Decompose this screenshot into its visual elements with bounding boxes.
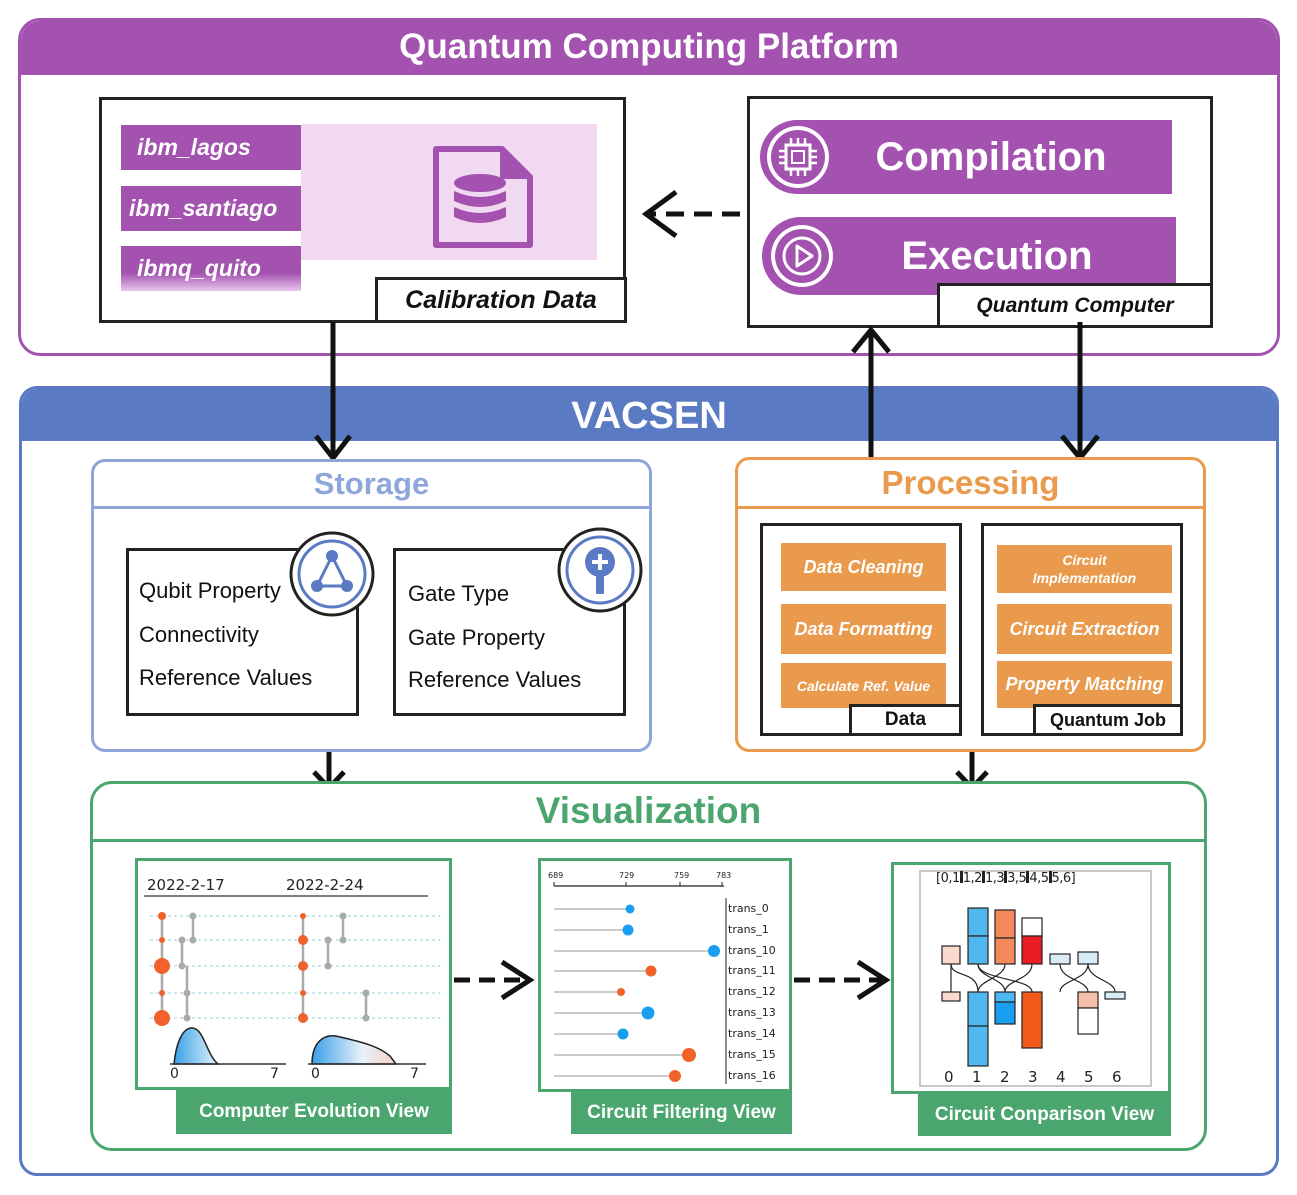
- gate-property-card: [393, 548, 626, 716]
- filter-tick-2: 729: [619, 871, 635, 880]
- edge-label: [0,1: [936, 871, 960, 886]
- evolution-date-1: 2022-2-17: [147, 876, 225, 894]
- filter-item-11: trans_11: [728, 964, 776, 977]
- evolution-axis-min-1: 0: [170, 1066, 179, 1082]
- filter-item-1: trans_1: [728, 923, 769, 936]
- vacsen-panel: VACSEN: [19, 386, 1279, 1176]
- qubit-label: 6: [1112, 1068, 1122, 1086]
- edge-label: 4,5: [1029, 871, 1049, 886]
- filter-item-10: trans_10: [728, 944, 776, 957]
- edge-divider: [981, 871, 985, 883]
- processing-title: Processing: [881, 464, 1060, 501]
- backend-label: ibm_santiago: [129, 195, 278, 221]
- platform-header: Quantum Computing Platform: [21, 21, 1277, 75]
- backend-label: ibm_lagos: [137, 134, 251, 160]
- connectivity-graph-icon: [289, 531, 375, 617]
- database-file-icon: [433, 146, 533, 248]
- qubit-label: 1: [972, 1068, 982, 1086]
- compilation-label: Compilation: [875, 134, 1107, 179]
- circuit-comparison-view[interactable]: [891, 862, 1171, 1094]
- vacsen-title: VACSEN: [571, 395, 727, 437]
- filter-item-16: trans_16: [728, 1069, 776, 1082]
- visualization-header-divider: [93, 839, 1204, 842]
- flow-arrows-top: [314, 322, 1100, 463]
- comparison-inner-frame: [919, 870, 1152, 1087]
- edge-divider: [1004, 871, 1008, 883]
- dashed-arrow-right-1: [454, 959, 535, 1001]
- filter-tick-3: 759: [674, 871, 690, 880]
- qubit-item-2: Connectivity: [139, 622, 259, 647]
- data-label: Data: [849, 704, 962, 736]
- edge-label: 1,3: [984, 871, 1005, 886]
- circuit-comparison-view-label: Circuit Conparison View: [918, 1094, 1171, 1136]
- computer-evolution-view-label: Computer Evolution View: [176, 1090, 452, 1134]
- circuit-filtering-view-label: Circuit Filtering View: [571, 1092, 792, 1134]
- backend-item-ibm-lagos[interactable]: ibm_lagos: [121, 125, 301, 170]
- vacsen-header: VACSEN: [22, 389, 1276, 441]
- calibration-data-label: Calibration Data: [375, 277, 627, 323]
- backend-label: ibmq_quito: [137, 255, 261, 281]
- filtering-lollipop-chart: [553, 882, 727, 1084]
- filter-item-15: trans_15: [728, 1048, 776, 1061]
- platform-title: Quantum Computing Platform: [399, 27, 899, 66]
- calculate-ref-value-step: Calculate Ref. Value: [781, 663, 946, 708]
- gate-item-2: Gate Property: [408, 625, 545, 650]
- edge-divider: [1026, 871, 1030, 883]
- qubit-label: 5: [1084, 1068, 1094, 1086]
- circuit-filtering-view[interactable]: [538, 858, 792, 1092]
- gate-item-1: Gate Type: [408, 581, 510, 606]
- comparison-glyph-chart: [941, 907, 1126, 1067]
- quantum-job-label: Quantum Job: [1033, 704, 1183, 736]
- edge-label: 1,2: [962, 871, 983, 886]
- filter-item-12: trans_12: [728, 985, 776, 998]
- filter-item-14: trans_14: [728, 1027, 776, 1040]
- evolution-axis-min-2: 0: [311, 1066, 320, 1082]
- edge-label: 5,6]: [1051, 871, 1076, 886]
- evolution-glyph-chart: [144, 895, 440, 1065]
- quantum-computer-label: Quantum Computer: [937, 283, 1213, 328]
- cpu-chip-icon: [767, 126, 829, 188]
- qubit-label: 0: [944, 1068, 954, 1086]
- dashed-arrow-left: [641, 189, 740, 239]
- circuit-extraction-step: Circuit Extraction: [997, 604, 1172, 654]
- qubit-item-3: Reference Values: [139, 665, 313, 690]
- evolution-axis-max-1: 7: [270, 1066, 279, 1082]
- gate-item-3: Reference Values: [408, 667, 582, 692]
- edge-divider: [1048, 871, 1052, 883]
- backend-item-ibm-santiago[interactable]: ibm_santiago: [121, 186, 301, 231]
- filter-tick-1: 689: [548, 871, 564, 880]
- edge-divider: [959, 871, 963, 883]
- evolution-axis-max-2: 7: [410, 1066, 419, 1082]
- processing-header-divider: [738, 506, 1203, 509]
- filter-tick-4: 783: [716, 871, 732, 880]
- edge-label: 3,5: [1007, 871, 1027, 886]
- play-icon: [771, 225, 833, 287]
- evolution-date-2: 2022-2-24: [286, 876, 364, 894]
- storage-header-divider: [94, 506, 649, 509]
- qubit-item-1: Qubit Property: [139, 578, 281, 603]
- dashed-arrow-right-2: [794, 959, 891, 1001]
- filter-item-0: trans_0: [728, 902, 769, 915]
- platform-panel: Quantum Computing Platform: [18, 18, 1280, 356]
- data-formatting-step: Data Formatting: [781, 604, 946, 654]
- execution-label: Execution: [901, 233, 1093, 278]
- gate-key-icon: [557, 527, 643, 613]
- execution-bar[interactable]: Execution: [762, 217, 1176, 295]
- filter-item-13: trans_13: [728, 1006, 776, 1019]
- circuit-implementation-step: Circuit Implementation: [997, 545, 1172, 593]
- qubit-label: 2: [1000, 1068, 1010, 1086]
- storage-title: Storage: [313, 466, 430, 501]
- visualization-title: Visualization: [535, 790, 762, 831]
- property-matching-step: Property Matching: [997, 661, 1172, 708]
- qubit-label: 3: [1028, 1068, 1038, 1086]
- data-cleaning-step: Data Cleaning: [781, 543, 946, 591]
- qubit-label: 4: [1056, 1068, 1066, 1086]
- backend-item-ibmq-quito[interactable]: ibmq_quito: [121, 246, 301, 291]
